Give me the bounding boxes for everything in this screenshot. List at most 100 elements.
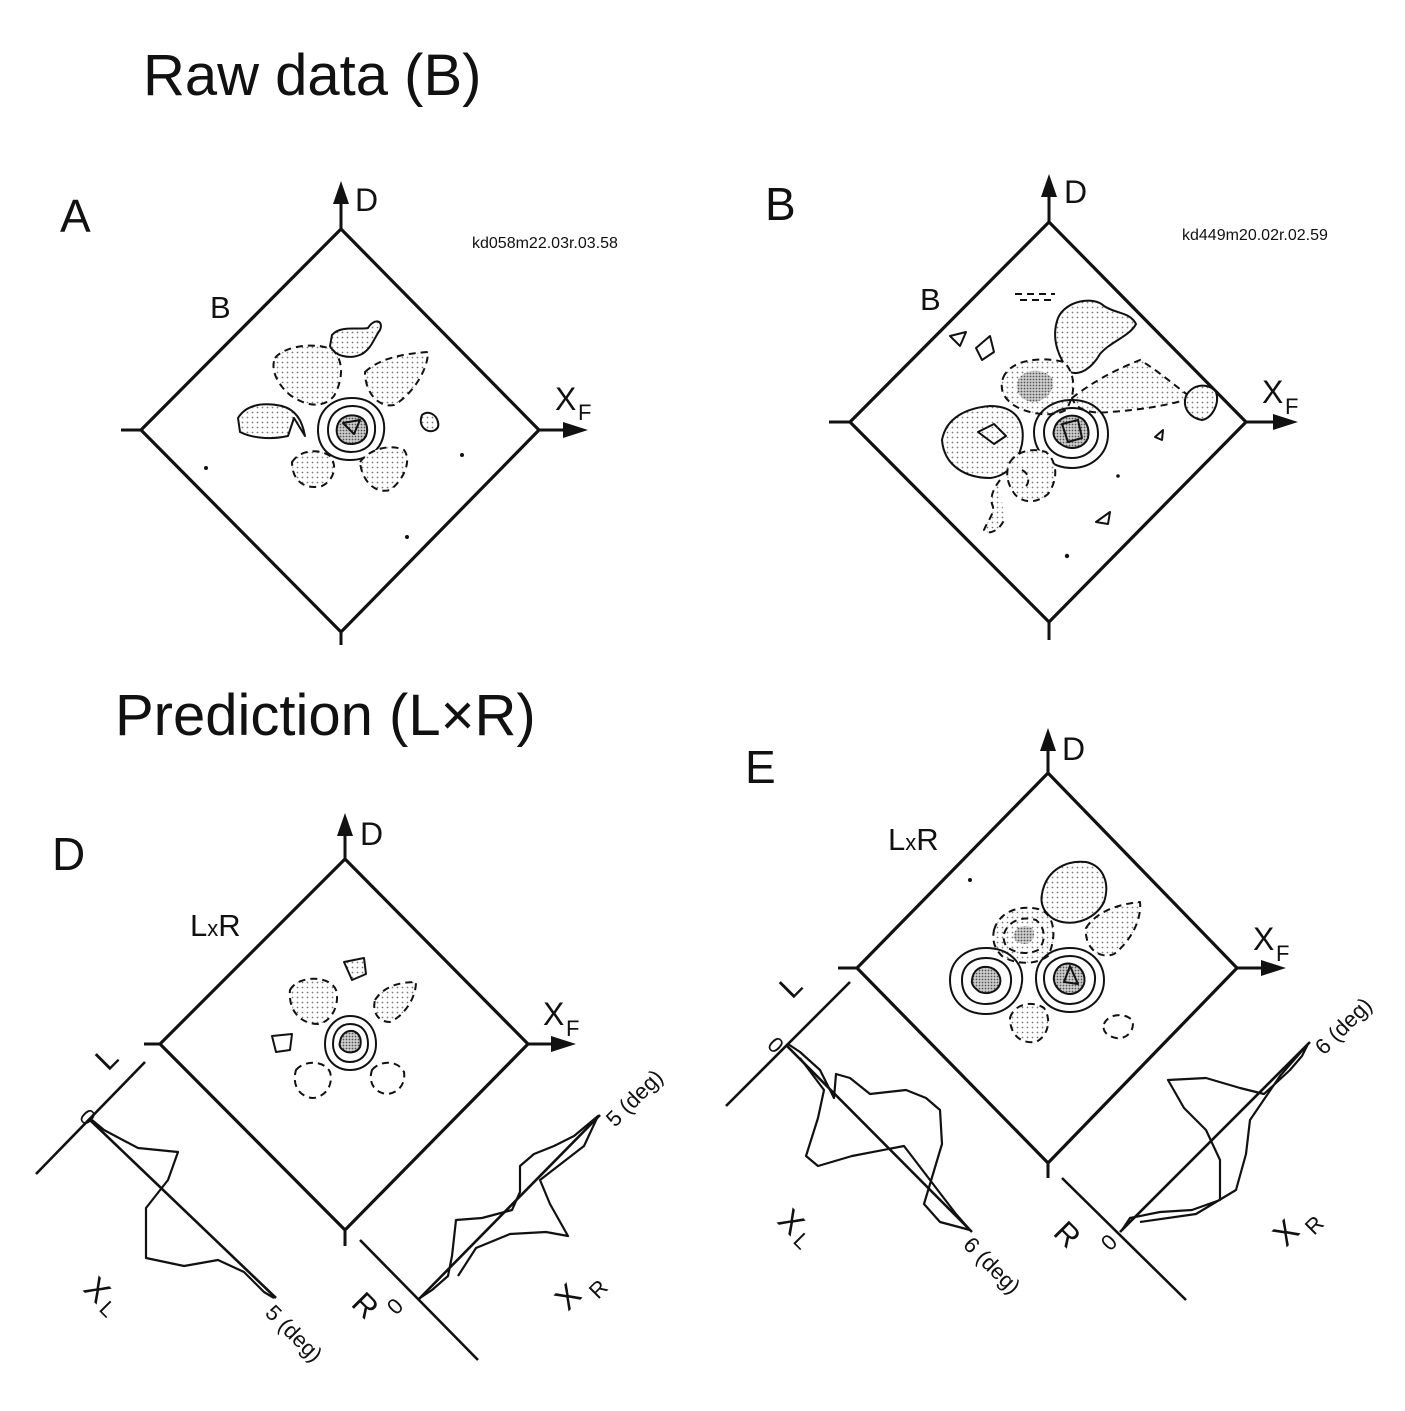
- left-eye-label-e: L: [772, 968, 809, 1005]
- xf-axis-label-a: X: [555, 381, 576, 417]
- contour-positive-middle: [1043, 955, 1097, 1005]
- xf-axis-label-b: X: [1262, 374, 1283, 410]
- left-profile-e: [787, 1043, 972, 1232]
- contour-positive-outer: [949, 947, 1024, 1015]
- map-label-x: x: [905, 830, 916, 855]
- left-end-d: 5 (deg): [260, 1300, 327, 1367]
- contour-positive-outer: [1035, 947, 1105, 1013]
- contour-map-b: [941, 293, 1218, 559]
- contour-positive-peak: [970, 965, 1002, 995]
- contour-negative: [291, 450, 336, 488]
- contour-positive-core: [1061, 419, 1083, 443]
- contour-positive: [1154, 429, 1164, 441]
- xf-axis-label-d: X: [543, 996, 564, 1032]
- contour-positive-inner: [977, 423, 1007, 445]
- panel-letter-a: A: [60, 190, 91, 242]
- left-profile-axis-d: [89, 1119, 277, 1299]
- contour-negative: [1084, 901, 1142, 957]
- contour-negative: [369, 1061, 406, 1096]
- right-profile-axis-d: [417, 1114, 601, 1301]
- right-end-d: 5 (deg): [601, 1065, 668, 1132]
- right-profile-e: [1121, 1042, 1310, 1231]
- left-profile-axis-e: [785, 1044, 973, 1233]
- noise-dot: [460, 453, 464, 457]
- contour-negative: [1015, 293, 1055, 301]
- contour-positive: [329, 320, 382, 358]
- d-axis-arrowhead-d: [337, 813, 353, 836]
- xf-axis-label-e: X: [1253, 921, 1274, 957]
- xf-axis-sub-a: F: [578, 400, 591, 425]
- contour-negative-peak: [1013, 926, 1034, 944]
- contour-positive-peak: [338, 1029, 362, 1054]
- xr-sub-e: R: [1300, 1211, 1329, 1240]
- xf-axis-arrowhead-b: [1273, 414, 1298, 430]
- contour-negative-peak: [1016, 370, 1053, 402]
- d-axis-label-b: D: [1064, 174, 1087, 210]
- map-label-e: LxR: [888, 822, 939, 857]
- right-eye-label-e: R: [1047, 1214, 1088, 1255]
- right-end-e: 6 (deg): [1310, 993, 1377, 1060]
- contour-positive-core: [1063, 965, 1079, 985]
- contour-map-e: [949, 860, 1142, 1044]
- right-eye-axis-e: [1061, 1177, 1187, 1301]
- contour-map-a: [204, 320, 464, 539]
- noise-dot: [968, 878, 972, 882]
- map-label-x: x: [207, 916, 218, 941]
- prediction-heading: Prediction (L×R): [115, 683, 536, 748]
- contour-negative: [288, 977, 338, 1025]
- noise-dot: [1064, 553, 1070, 559]
- left-eye-label-d: L: [88, 1040, 125, 1077]
- xf-axis-sub-e: F: [1276, 941, 1289, 966]
- left-origin-e: 0: [762, 1032, 788, 1058]
- contour-negative: [1102, 1014, 1134, 1040]
- raw-data-heading: Raw data (B): [143, 43, 481, 108]
- contour-negative: [373, 981, 417, 1023]
- left-eye-axis-d: [35, 1061, 146, 1175]
- contour-negative: [1006, 449, 1057, 503]
- panel-d: D D X F LxR L 0 X L 5 (deg): [35, 813, 668, 1367]
- xr-label-d: X: [547, 1276, 588, 1317]
- contour-positive: [1054, 299, 1137, 374]
- contour-negative: [272, 344, 342, 406]
- contour-positive: [1040, 860, 1108, 924]
- contour-positive-peak: [1052, 962, 1086, 995]
- right-profile-d: [419, 1114, 600, 1299]
- contour-positive-middle: [1043, 407, 1099, 459]
- d-axis-label-d: D: [360, 816, 383, 852]
- contour-negative: [1009, 1002, 1050, 1044]
- contour-positive: [975, 335, 995, 361]
- panel-e: E D X F LxR L 0: [725, 728, 1377, 1301]
- panel-a: A kd058m22.03r.03.58 D X F B: [60, 181, 618, 645]
- right-eye-label-d: R: [345, 1285, 386, 1326]
- noise-dot: [405, 535, 409, 539]
- contour-negative: [364, 351, 429, 407]
- panel-letter-b: B: [765, 178, 796, 230]
- contour-positive-core: [342, 419, 361, 435]
- xr-sub-d: R: [584, 1275, 613, 1304]
- panel-letter-e: E: [745, 741, 776, 793]
- d-axis-arrowhead-e: [1040, 728, 1056, 751]
- right-origin-d: 0: [382, 1293, 408, 1319]
- left-end-e: 6 (deg): [958, 1232, 1025, 1299]
- map-label-b: B: [920, 282, 941, 317]
- contour-positive: [419, 411, 440, 433]
- d-axis-label-e: D: [1062, 731, 1085, 767]
- noise-dot: [204, 466, 208, 470]
- xf-axis-arrowhead-e: [1261, 960, 1286, 976]
- xf-axis-arrowhead-a: [563, 422, 588, 438]
- contour-map-d: [271, 957, 417, 1100]
- right-profile-axis-e: [1119, 1041, 1311, 1233]
- map-label-l: L: [888, 822, 905, 857]
- contour-negative: [1021, 469, 1030, 489]
- file-id-b: kd449m20.02r.02.59: [1182, 227, 1328, 244]
- contour-negative: [293, 1061, 332, 1100]
- d-axis-arrowhead-a: [333, 181, 349, 204]
- contour-positive: [949, 331, 967, 347]
- panel-letter-d: D: [52, 828, 85, 880]
- diamond-frame-b: [847, 219, 1249, 625]
- contour-positive-outer: [324, 1015, 377, 1071]
- contour-positive: [271, 1033, 293, 1053]
- contour-negative: [359, 446, 409, 492]
- noise-dot: [1116, 474, 1120, 478]
